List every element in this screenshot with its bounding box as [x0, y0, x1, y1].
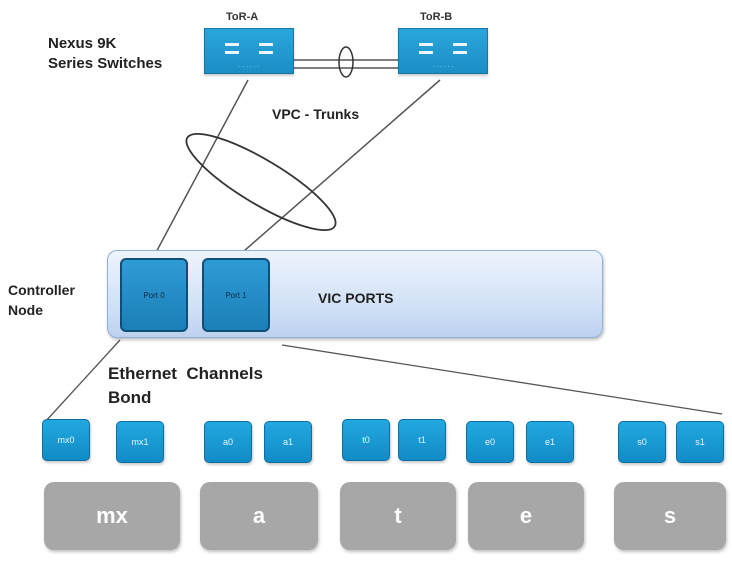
vic-ports-panel [107, 250, 603, 338]
port-0: Port 0 [120, 258, 188, 332]
nic-mx0: mx0 [42, 419, 90, 461]
nic-a1: a1 [264, 421, 312, 463]
nic-e1: e1 [526, 421, 574, 463]
vpc-trunks-label: VPC - Trunks [272, 106, 360, 122]
nic-a0: a0 [204, 421, 252, 463]
tor-a-label: ToR-A [226, 11, 259, 23]
nexus-label-line1: Nexus 9K [48, 35, 117, 52]
tor-b-switch-icon: · · · · · · [398, 28, 488, 74]
vic-ports-label: VIC PORTS [318, 290, 394, 306]
bond-mx: mx [44, 482, 180, 550]
bond-a: a [200, 482, 318, 550]
controller-label-line1: Controller [8, 282, 75, 298]
nic-s0: s0 [618, 421, 666, 463]
nexus-label-line2: Series Switches [48, 55, 163, 72]
nic-s1: s1 [676, 421, 724, 463]
nic-mx1: mx1 [116, 421, 164, 463]
ethernet-channels-label: Ethernet Channels [108, 364, 263, 383]
bond-e: e [468, 482, 584, 550]
bond-label: Bond [108, 388, 152, 407]
bond-t: t [340, 482, 456, 550]
controller-label-line2: Node [8, 302, 43, 318]
port-1: Port 1 [202, 258, 270, 332]
nic-t1: t1 [398, 419, 446, 461]
nic-e0: e0 [466, 421, 514, 463]
tor-a-switch-icon: · · · · · · [204, 28, 294, 74]
bond-s: s [614, 482, 726, 550]
tor-b-label: ToR-B [420, 11, 453, 23]
nic-t0: t0 [342, 419, 390, 461]
